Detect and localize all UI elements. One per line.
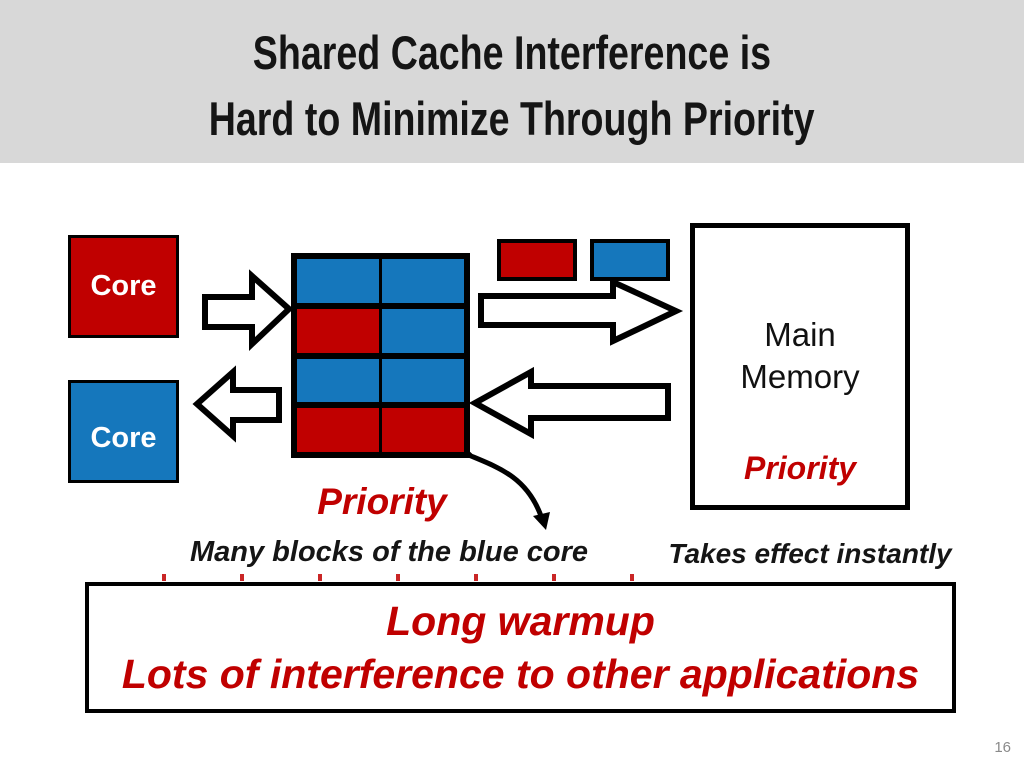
arrow-memory-to-cache — [468, 366, 671, 440]
memory-priority-label: Priority — [743, 450, 857, 486]
cache-grid — [291, 253, 470, 458]
callout-arrowhead — [533, 512, 550, 530]
core-box-red: Core — [68, 235, 179, 338]
warning-line-2: Lots of interference to other applicatio… — [121, 650, 920, 697]
main-memory-box: Main Memory Priority — [690, 223, 910, 510]
cache-block-blue — [297, 259, 379, 303]
slide-title-line-1: Shared Cache Interference is — [252, 25, 772, 79]
cache-block-red — [382, 408, 464, 452]
cache-block-blue — [382, 308, 464, 353]
cache-block-blue — [297, 358, 379, 403]
arrow-cache-to-memory — [478, 277, 684, 346]
page-number: 16 — [994, 739, 1011, 756]
title-banner: Shared Cache Interference is Hard to Min… — [0, 0, 1024, 163]
callout-text: Many blocks of the blue core — [189, 536, 589, 568]
cache-priority-label: Priority — [317, 481, 447, 522]
core-blue-label: Core — [90, 422, 157, 454]
cache-block-blue — [382, 259, 464, 303]
obscured-text-fragment — [120, 574, 660, 581]
cache-block-red — [297, 408, 379, 452]
warning-line-1: Long warmup — [386, 597, 655, 644]
mini-block-red — [497, 239, 577, 281]
main-memory-title: Main Memory — [695, 314, 905, 398]
cache-block-red — [297, 308, 379, 353]
core-box-blue: Core — [68, 380, 179, 483]
mini-block-blue — [590, 239, 670, 281]
arrow-core-to-cache — [202, 269, 294, 351]
memory-note: Takes effect instantly — [668, 538, 952, 569]
arrow-cache-to-core — [192, 365, 282, 443]
warning-box: Long warmup Lots of interference to othe… — [85, 582, 956, 713]
cache-block-blue — [382, 358, 464, 403]
main-memory-line2: Memory — [740, 358, 860, 395]
slide-title-line-2: Hard to Minimize Through Priority — [209, 91, 815, 145]
main-memory-line1: Main — [764, 316, 836, 353]
core-red-label: Core — [90, 270, 157, 302]
